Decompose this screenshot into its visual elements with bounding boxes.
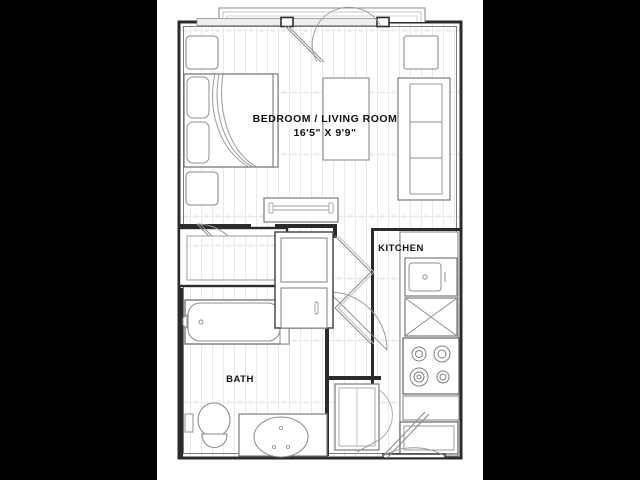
dishwasher <box>404 297 458 337</box>
sliding-balcony-doors <box>196 6 390 63</box>
nightstand-left-lower <box>185 171 219 206</box>
floor-plan-sheet: BEDROOM / LIVING ROOM 16'5" X 9'9" KITCH… <box>157 0 483 480</box>
sofa <box>397 77 451 201</box>
washer-dryer-closet <box>274 231 334 329</box>
label-bedroom-living-room: BEDROOM / LIVING ROOM <box>252 113 398 125</box>
media-console <box>263 197 339 223</box>
laundry-doors <box>334 235 375 345</box>
entry-closet <box>334 383 393 453</box>
toilet <box>184 402 231 449</box>
bathtub <box>182 299 290 345</box>
label-bath: BATH <box>226 374 254 385</box>
dining-table <box>322 77 370 161</box>
floor-plan-drawing <box>177 6 463 460</box>
range-cooktop <box>402 337 460 395</box>
kitchen-sink <box>404 257 458 297</box>
counter-lower <box>402 395 460 421</box>
label-kitchen: KITCHEN <box>378 243 424 254</box>
bed <box>183 73 279 168</box>
refrigerator <box>399 421 459 455</box>
vanity-sink <box>238 413 328 458</box>
nightstand-left-upper <box>185 35 219 70</box>
linen-closet <box>186 235 280 281</box>
bath-door <box>328 291 388 351</box>
side-table <box>403 35 439 70</box>
label-bedroom-living-room-dimensions: 16'5" X 9'9" <box>293 127 357 139</box>
entry-door <box>382 411 446 459</box>
